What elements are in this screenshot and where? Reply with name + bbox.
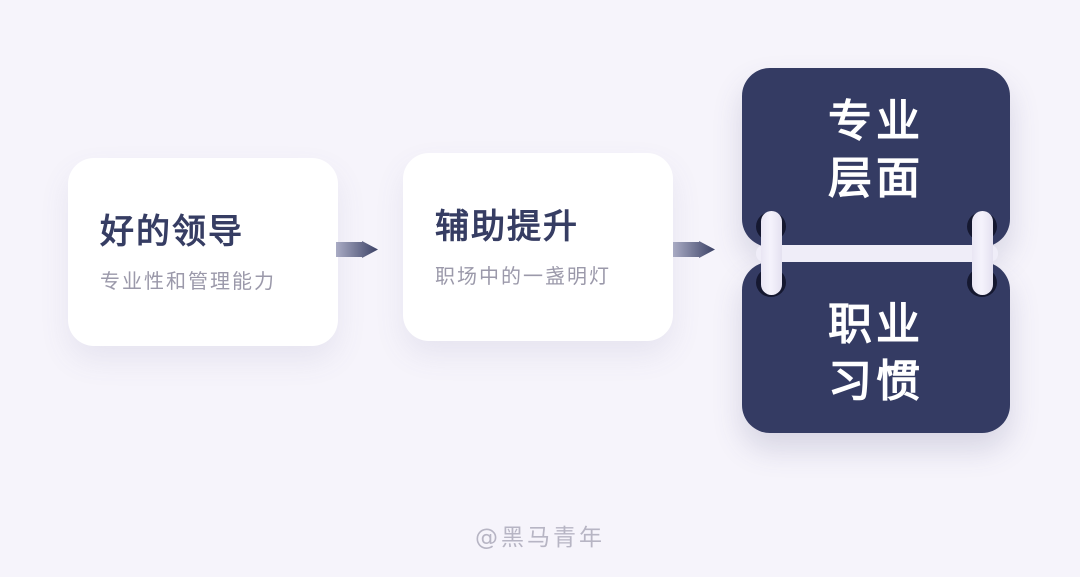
card-subtitle: 职场中的一盏明灯: [435, 263, 611, 288]
binder-ring-icon: [972, 211, 993, 295]
arrow-right-icon: [673, 241, 715, 258]
binder-ring-icon: [761, 211, 782, 295]
result-line: 习惯: [828, 355, 924, 407]
card-title: 好的领导: [100, 212, 244, 252]
card-career-habits: 职业 习惯: [742, 262, 1010, 433]
result-line: 层面: [828, 152, 924, 204]
result-line: 专业: [828, 96, 924, 148]
binder-bar: [756, 245, 998, 262]
watermark: @黑马青年: [475, 525, 605, 551]
arrow-right-icon: [336, 241, 378, 258]
card-professional-level: 专业 层面: [742, 68, 1010, 247]
card-subtitle: 专业性和管理能力: [100, 268, 276, 293]
card-title: 辅助提升: [435, 207, 579, 247]
card-good-leader: 好的领导 专业性和管理能力: [68, 158, 338, 346]
card-assist-improve: 辅助提升 职场中的一盏明灯: [403, 153, 673, 341]
result-line: 职业: [828, 299, 924, 351]
